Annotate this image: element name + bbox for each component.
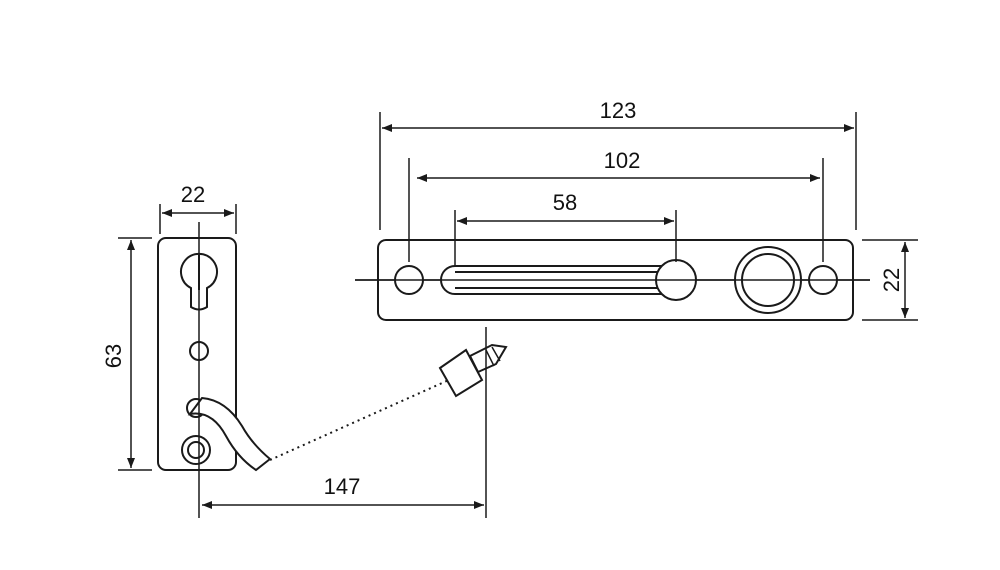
plate-lower-pivot-inner [187,441,205,459]
dim-label-147: 147 [324,474,361,499]
dim-label-58: 58 [553,190,577,215]
dim-plate-height: 63 [101,237,152,471]
tip-detail-1 [485,349,495,367]
plate-outline [157,237,237,471]
dim-label-102: 102 [604,148,641,173]
extended-arm-tip [468,343,508,374]
dim-overall-length: 123 [379,98,857,230]
plate-side-view [157,222,272,518]
bar-top-view [355,239,870,321]
dim-hole-spacing: 102 [408,148,824,262]
extended-arm-block [438,348,484,398]
dim-plate-width: 22 [159,182,237,234]
dim-bar-height: 22 [862,239,918,321]
dim-label-22-plate: 22 [181,182,205,207]
swing-path [269,343,508,461]
dim-label-63: 63 [101,344,126,368]
dim-label-22-bar: 22 [879,268,904,292]
dim-swing-reach: 147 [202,327,487,518]
dim-slot-length: 58 [454,190,677,266]
swing-dotted-path [269,374,461,461]
dim-label-123: 123 [600,98,637,123]
tip-detail-2 [491,346,501,362]
